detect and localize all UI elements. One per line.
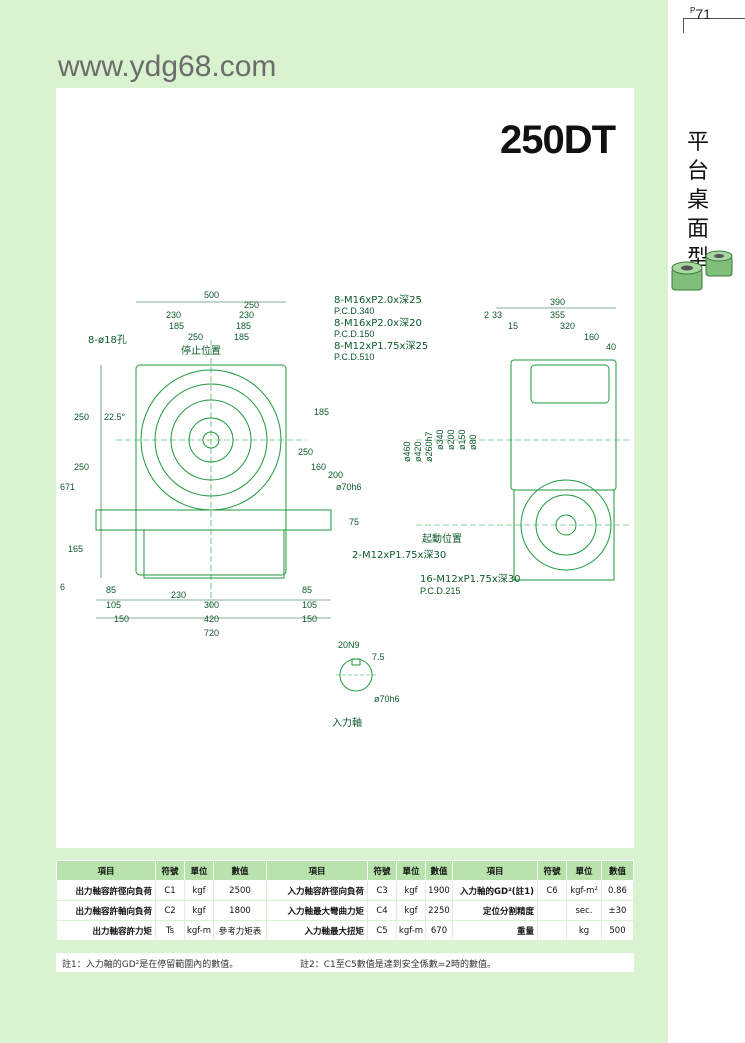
- svg-text:250: 250: [244, 300, 259, 310]
- svg-text:185: 185: [236, 321, 251, 331]
- svg-text:85: 85: [106, 585, 116, 595]
- svg-text:33: 33: [492, 310, 502, 320]
- svg-text:8-M16xP2.0x深20: 8-M16xP2.0x深20: [334, 317, 422, 329]
- svg-text:ø260h7: ø260h7: [424, 431, 434, 462]
- svg-text:20N9: 20N9: [338, 640, 360, 650]
- svg-text:200: 200: [328, 470, 343, 480]
- page-number: P71: [690, 6, 711, 22]
- svg-text:355: 355: [550, 310, 565, 320]
- svg-text:250: 250: [74, 462, 89, 472]
- svg-text:8-M12xP1.75x深25: 8-M12xP1.75x深25: [334, 340, 428, 352]
- stop-position-label: 停止位置: [181, 344, 221, 357]
- dim-width-top: 500: [204, 290, 219, 300]
- svg-text:105: 105: [106, 600, 121, 610]
- svg-text:ø200: ø200: [446, 429, 456, 450]
- svg-text:320: 320: [560, 321, 575, 331]
- product-thumbnail-icon: [671, 250, 733, 291]
- svg-text:ø460: ø460: [402, 441, 412, 462]
- start-position-label: 起動位置: [422, 532, 462, 545]
- svg-text:150: 150: [114, 614, 129, 624]
- website-url[interactable]: www.ydg68.com: [58, 50, 277, 83]
- svg-text:230: 230: [171, 590, 186, 600]
- spec-table: 項目 符號 單位 數值 項目 符號 單位 數值 項目 符號 單位 數值 出力軸容…: [56, 860, 634, 941]
- svg-text:185: 185: [314, 407, 329, 417]
- svg-text:7.5: 7.5: [372, 652, 385, 662]
- page-number-bar: [683, 18, 745, 33]
- spec-table-wrapper: 項目 符號 單位 數值 項目 符號 單位 數值 項目 符號 單位 數值 出力軸容…: [56, 860, 634, 941]
- svg-text:ø70h6: ø70h6: [336, 482, 362, 492]
- svg-text:185: 185: [169, 321, 184, 331]
- svg-text:300: 300: [204, 600, 219, 610]
- svg-text:P.C.D.510: P.C.D.510: [334, 352, 374, 362]
- svg-text:230: 230: [239, 310, 254, 320]
- svg-text:75: 75: [349, 517, 359, 527]
- svg-text:16-M12xP1.75x深30: 16-M12xP1.75x深30: [420, 573, 521, 585]
- svg-text:250: 250: [298, 447, 313, 457]
- svg-text:85: 85: [302, 585, 312, 595]
- svg-text:ø70h6: ø70h6: [374, 694, 400, 704]
- note-2: 註2：C1至C5數值是達到安全係數=2時的數值。: [300, 960, 497, 970]
- svg-text:P.C.D.340: P.C.D.340: [334, 306, 374, 316]
- hole-label: 8-ø18孔: [88, 334, 127, 346]
- svg-text:40: 40: [606, 342, 616, 352]
- footnotes: 註1：入力軸的GD²是在停留範圍內的數值。 註2：C1至C5數值是達到安全係數=…: [56, 953, 634, 972]
- table-row: 出力軸容許徑向負荷 C1 kgf 2500 入力軸容許徑向負荷 C3 kgf 1…: [56, 880, 634, 901]
- technical-drawing: 500 250 230 230 185 185 250 185 停止位置 8-ø…: [60, 290, 631, 729]
- svg-text:671: 671: [60, 482, 75, 492]
- svg-text:P.C.D.150: P.C.D.150: [334, 329, 374, 339]
- svg-text:720: 720: [204, 628, 219, 638]
- side-category-title: 平 台 桌 面 型: [686, 130, 709, 271]
- angle-label: 22.5°: [104, 412, 126, 422]
- table-header-row: 項目 符號 單位 數值 項目 符號 單位 數值 項目 符號 單位 數值: [56, 860, 634, 881]
- svg-text:250: 250: [74, 412, 89, 422]
- input-shaft-label: 入力軸: [332, 716, 362, 729]
- svg-text:ø150: ø150: [457, 429, 467, 450]
- svg-text:2: 2: [484, 310, 489, 320]
- table-row: 出力軸容許軸向負荷 C2 kgf 1800 入力軸最大彎曲力矩 C4 kgf 2…: [56, 900, 634, 921]
- svg-text:ø420: ø420: [413, 441, 423, 462]
- svg-text:390: 390: [550, 297, 565, 307]
- table-row: 出力軸容許力矩 Ts kgf-m 參考力矩表 入力軸最大扭矩 C5 kgf-m …: [56, 920, 634, 941]
- svg-text:150: 150: [302, 614, 317, 624]
- svg-text:185: 185: [234, 332, 249, 342]
- svg-text:160: 160: [584, 332, 599, 342]
- model-title: 250DT: [500, 118, 616, 162]
- tap-label: 2-M12xP1.75x深30: [352, 549, 446, 561]
- svg-text:165: 165: [68, 544, 83, 554]
- svg-text:160: 160: [311, 462, 326, 472]
- drawing-panel: [56, 88, 634, 848]
- note-1: 註1：入力軸的GD²是在停留範圍內的數值。: [62, 960, 239, 970]
- svg-text:420: 420: [204, 614, 219, 624]
- svg-text:P.C.D.215: P.C.D.215: [420, 586, 460, 596]
- svg-text:230: 230: [166, 310, 181, 320]
- svg-text:6: 6: [60, 582, 65, 592]
- svg-text:15: 15: [508, 321, 518, 331]
- svg-text:ø340: ø340: [435, 429, 445, 450]
- svg-text:ø80: ø80: [468, 434, 478, 450]
- svg-text:250: 250: [188, 332, 203, 342]
- callout-1: 8-M16xP2.0x深25: [334, 294, 422, 306]
- svg-text:105: 105: [302, 600, 317, 610]
